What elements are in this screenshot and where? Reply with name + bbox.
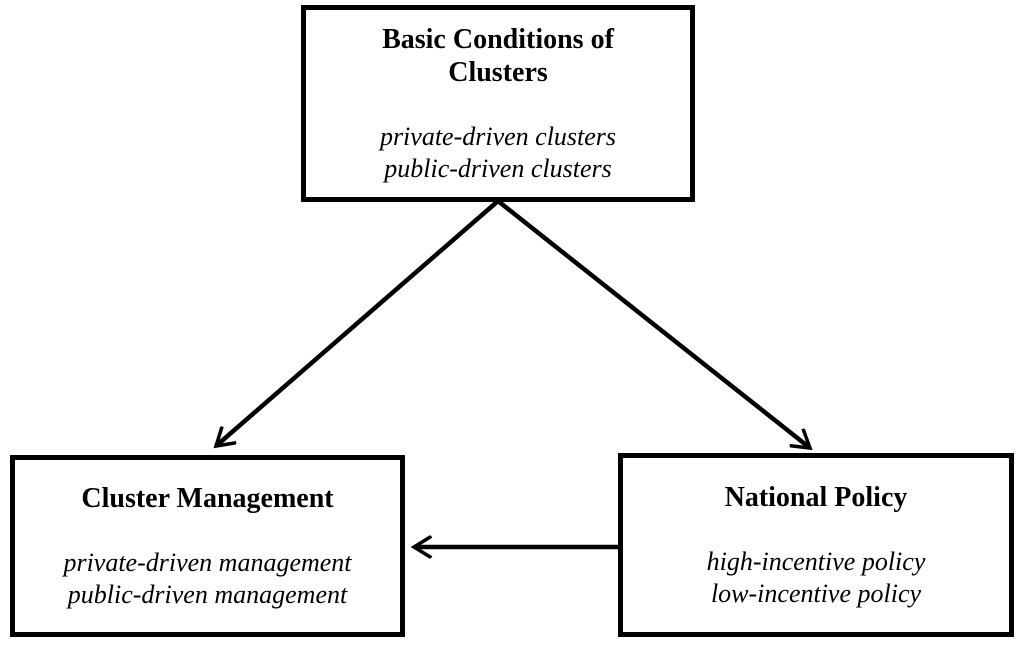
node-basic-conditions-item-2: public-driven clusters — [384, 153, 612, 183]
node-basic-conditions-title: Basic Conditions of Clusters — [382, 24, 614, 89]
node-basic-conditions-item-1: private-driven clusters — [379, 122, 617, 152]
node-cluster-management-item-1: private-driven management — [63, 548, 352, 578]
node-national-policy: National Policy high-incentive policy lo… — [618, 453, 1014, 637]
node-basic-conditions: Basic Conditions of Clusters private-dri… — [301, 5, 695, 202]
node-national-policy-item-2: low-incentive policy — [710, 578, 922, 608]
node-basic-conditions-subtext: private-driven clusters public-driven cl… — [380, 121, 616, 183]
node-national-policy-item-1: high-incentive policy — [706, 547, 926, 577]
node-cluster-management-title: Cluster Management — [81, 483, 334, 515]
node-national-policy-title: National Policy — [724, 482, 908, 514]
node-cluster-management-item-2: public-driven management — [67, 579, 348, 609]
arrow-basic-conditions-to-cluster-management — [216, 199, 500, 446]
node-national-policy-subtext: high-incentive policy low-incentive poli… — [707, 546, 926, 608]
node-cluster-management-subtext: private-driven management public-driven … — [63, 547, 351, 609]
arrow-basic-conditions-to-national-policy — [496, 199, 810, 448]
node-cluster-management: Cluster Management private-driven manage… — [10, 455, 405, 637]
